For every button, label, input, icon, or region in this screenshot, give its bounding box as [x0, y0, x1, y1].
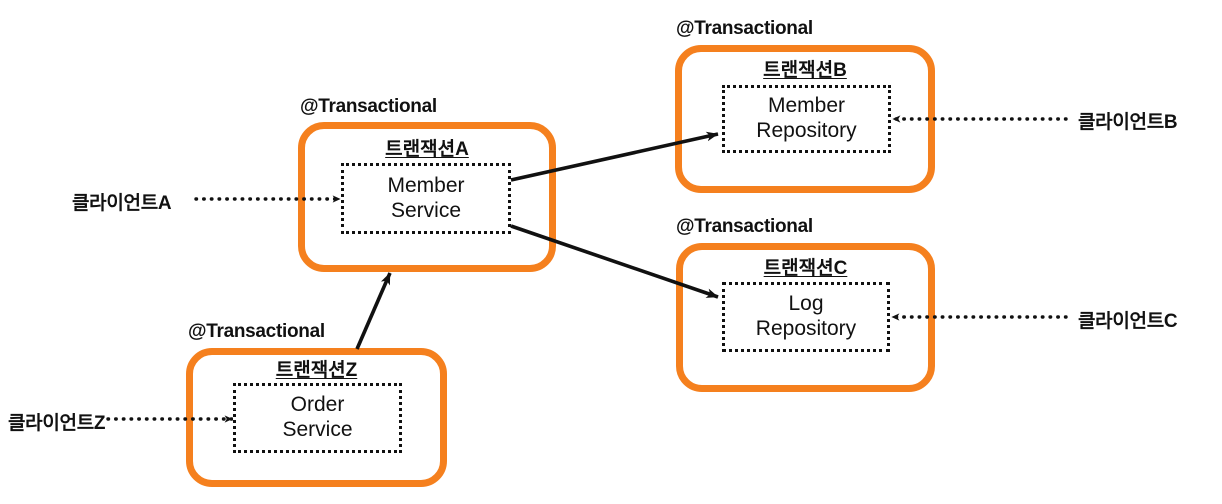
call-member-service-to-log-repository [510, 224, 719, 299]
component-member-repository-line2: Repository [756, 119, 857, 142]
component-member-service[interactable]: Member Service [341, 163, 511, 234]
transaction-box-z [186, 348, 447, 487]
component-member-repository-line1: Member [767, 94, 846, 118]
transaction-title-z: 트랜잭션Z [275, 360, 358, 381]
component-log-repository-line2: Repository [755, 317, 857, 340]
component-member-service-line2: Service [390, 198, 462, 222]
component-log-repository[interactable]: Log Repository [722, 282, 890, 352]
client-label-a: 클라이언트A [72, 193, 172, 214]
client-label-c: 클라이언트C [1078, 311, 1178, 332]
annotation-transactional-a: @Transactional [300, 96, 437, 117]
client-label-b: 클라이언트B [1078, 112, 1178, 133]
client-label-z: 클라이언트Z [8, 413, 106, 434]
call-member-service-to-member-repository [510, 131, 719, 182]
component-order-service-line1: Order [290, 393, 345, 417]
component-log-repository-line1: Log [788, 292, 824, 316]
transaction-title-b: 트랜잭션B [763, 60, 847, 81]
component-order-service[interactable]: Order Service [233, 383, 402, 453]
annotation-transactional-z: @Transactional [188, 321, 325, 342]
annotation-transactional-c: @Transactional [676, 216, 813, 237]
transaction-title-a: 트랜잭션A [385, 139, 469, 160]
transaction-box-b [675, 45, 935, 193]
transaction-box-c [676, 243, 935, 392]
component-member-repository[interactable]: Member Repository [722, 85, 891, 153]
component-member-service-line1: Member [387, 173, 465, 197]
transaction-title-c: 트랜잭션C [763, 258, 848, 279]
call-order-service-to-member-service [355, 272, 392, 350]
transaction-box-a [298, 122, 556, 272]
component-order-service-line2: Service [282, 418, 353, 441]
annotation-transactional-b: @Transactional [676, 18, 813, 39]
